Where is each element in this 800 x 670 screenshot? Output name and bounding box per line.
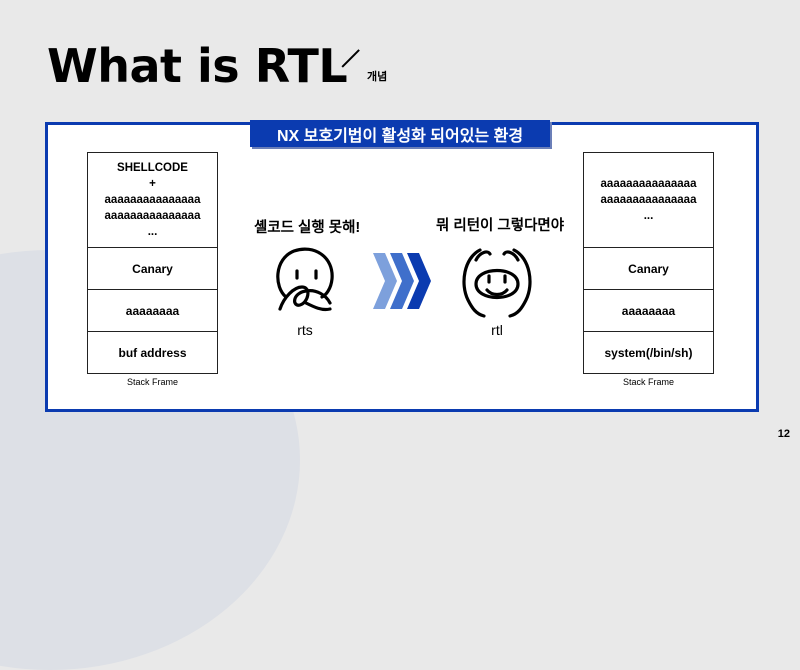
right-stack-frame: aaaaaaaaaaaaaaa aaaaaaaaaaaaaaa ... Cana… <box>583 152 714 374</box>
left-stack-ret: buf address <box>88 331 217 373</box>
stack-line: aaaaaaaaaaaaaaa <box>600 178 697 190</box>
right-stack-canary: Canary <box>584 247 713 289</box>
stack-line: aaaaaaaaaaaaaaa <box>104 210 201 222</box>
stack-line: + <box>149 178 156 190</box>
right-stack-sfp: aaaaaaaa <box>584 289 713 331</box>
left-character-label: rts <box>297 322 313 338</box>
left-caption: 셸코드 실행 못해! <box>254 220 361 236</box>
stack-line: ... <box>643 210 654 222</box>
right-stack-buffer: aaaaaaaaaaaaaaa aaaaaaaaaaaaaaa ... <box>584 153 713 247</box>
stack-line: aaaaaaaaaaaaaaa <box>600 194 697 206</box>
left-stack-frame: SHELLCODE + aaaaaaaaaaaaaaa aaaaaaaaaaaa… <box>87 152 218 374</box>
triple-chevron-right-icon <box>373 253 431 309</box>
left-stack-sfp: aaaaaaaa <box>88 289 217 331</box>
left-stack-canary: Canary <box>88 247 217 289</box>
right-character-label: rtl <box>491 322 503 338</box>
right-stack-label: Stack Frame <box>622 377 674 387</box>
banner-text: NX 보호기법이 활성화 되어있는 환경 <box>276 127 524 145</box>
stack-line: SHELLCODE <box>117 162 188 174</box>
happy-face-icon <box>462 248 532 318</box>
page-number: 12 <box>777 428 790 440</box>
banner: NX 보호기법이 활성화 되어있는 환경 <box>250 120 550 147</box>
stack-line: aaaaaaaaaaaaaaa <box>104 194 201 206</box>
slide-title: What is RTL <box>47 39 348 93</box>
covering-mouth-face-icon <box>276 247 334 312</box>
left-stack-label: Stack Frame <box>126 377 178 387</box>
slide-subtitle: 개념 <box>367 71 388 83</box>
right-stack-ret: system(/bin/sh) <box>584 331 713 373</box>
right-caption: 뭐 리턴이 그렇다면야 <box>436 218 565 234</box>
stack-line: ... <box>147 226 158 238</box>
left-stack-buffer: SHELLCODE + aaaaaaaaaaaaaaa aaaaaaaaaaaa… <box>88 153 217 247</box>
